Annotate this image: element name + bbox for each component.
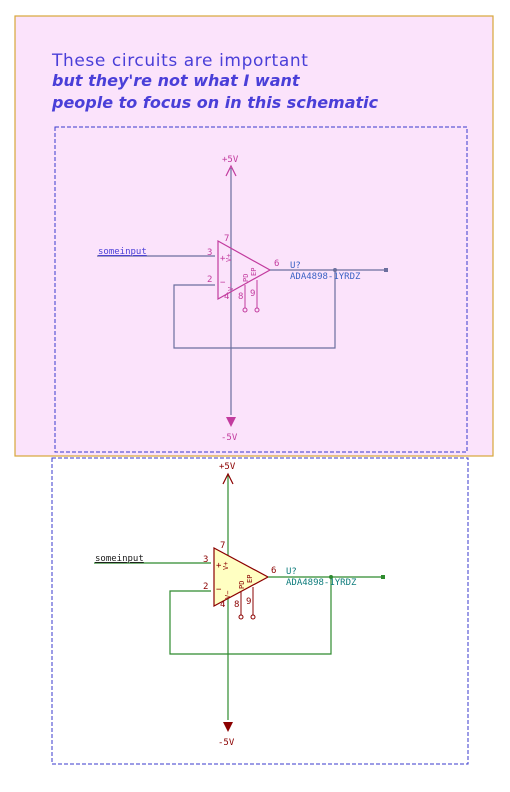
- pin4-top: 4: [224, 292, 229, 302]
- pin-plus-sign-top: +: [220, 254, 226, 264]
- pin-ep-name-top: EP: [250, 268, 258, 276]
- pin-vplus-name-bottom: V+: [222, 562, 230, 570]
- highlight-region[interactable]: [14, 15, 494, 457]
- part-value-top: ADA4898-1YRDZ: [290, 272, 361, 282]
- pin8-bottom: 8: [234, 600, 239, 610]
- pin3-bottom: 3: [203, 555, 208, 565]
- pin-minus-sign-bottom: −: [216, 585, 222, 595]
- pin8-top: 8: [238, 292, 243, 302]
- circuit-bottom: +5V -5V someinput + − V+ V− PD EP 3 2 6 …: [94, 462, 385, 748]
- pin-vminus-name-top: V−: [227, 283, 235, 291]
- power-neg-label-bottom: -5V: [218, 738, 235, 748]
- ep-end-bottom: [250, 614, 256, 620]
- opamp-body-top[interactable]: [217, 239, 272, 301]
- circuit-top: +5V -5V someinput + − V+ V− PD EP 3 2 6 …: [97, 155, 388, 443]
- net-label-top: someinput: [98, 247, 147, 257]
- ep-end-top: [254, 307, 260, 313]
- pin-vplus-name-top: V+: [225, 254, 233, 262]
- note-line-1: These circuits are important: [51, 51, 308, 71]
- output-terminal-bottom: [381, 575, 385, 579]
- output-terminal-top: [384, 268, 388, 272]
- feedback-junction-top: [333, 268, 337, 272]
- pin6-bottom: 6: [271, 566, 276, 576]
- power-neg-label-top: -5V: [221, 433, 238, 443]
- pin7-top: 7: [224, 234, 229, 244]
- power-pos-arrow-top: [225, 164, 237, 177]
- pin4-bottom: 4: [220, 600, 225, 610]
- sheet-border-bottom: [51, 457, 469, 765]
- power-pos-label-top: +5V: [222, 155, 239, 165]
- pin9-bottom: 9: [246, 597, 251, 607]
- power-pos-label-bottom: +5V: [219, 462, 236, 472]
- power-neg-arrow-top: [226, 417, 236, 427]
- power-neg-arrow-bottom: [223, 722, 233, 732]
- opamp-body-bottom[interactable]: [213, 546, 270, 608]
- part-value-bottom: ADA4898-1YRDZ: [286, 578, 357, 588]
- note-line-3: people to focus on in this schematic: [51, 93, 379, 112]
- pin2-bottom: 2: [203, 582, 208, 592]
- pin-ep-name-bottom: EP: [246, 575, 254, 583]
- pin-plus-sign-bottom: +: [216, 561, 222, 571]
- feedback-junction-bottom: [329, 575, 333, 579]
- pin-pd-name-top: PD: [242, 274, 250, 282]
- power-pos-arrow-bottom: [222, 472, 234, 485]
- pin-minus-sign-top: −: [220, 278, 226, 288]
- note-line-2: but they're not what I want: [52, 71, 301, 90]
- pin-pd-name-bottom: PD: [238, 581, 246, 589]
- feedback-wire-top: [173, 270, 336, 349]
- pd-end-top: [242, 307, 248, 313]
- pin9-top: 9: [250, 289, 255, 299]
- pin2-top: 2: [207, 275, 212, 285]
- feedback-wire-bottom: [169, 577, 332, 655]
- sheet-border-top: [54, 126, 468, 453]
- net-label-bottom: someinput: [95, 554, 144, 564]
- pd-end-bottom: [238, 614, 244, 620]
- pin-vminus-name-bottom: V−: [224, 591, 232, 599]
- ref-designator-bottom: U?: [286, 567, 297, 577]
- pin7-bottom: 7: [220, 541, 225, 551]
- pin6-top: 6: [274, 259, 279, 269]
- pin3-top: 3: [207, 248, 212, 258]
- ref-designator-top: U?: [290, 261, 301, 271]
